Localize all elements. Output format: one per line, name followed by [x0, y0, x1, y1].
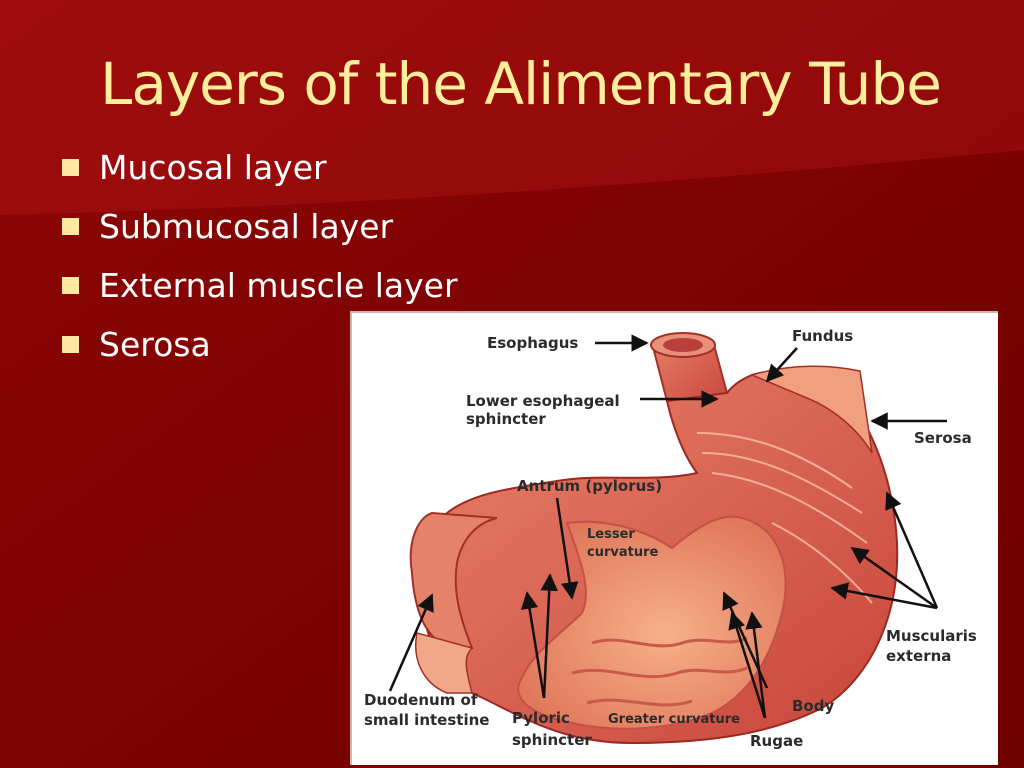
label-lesser-line1: Lesser: [587, 527, 635, 542]
label-rugae: Rugae: [750, 732, 803, 750]
label-serosa: Serosa: [914, 429, 972, 447]
bullet-text: External muscle layer: [99, 266, 458, 305]
label-pyloric-line2: sphincter: [512, 731, 592, 749]
bullet-square-icon: [62, 336, 79, 353]
label-duodenum-line1: Duodenum of: [364, 691, 478, 709]
bullet-item: Mucosal layer: [62, 138, 458, 197]
bullet-square-icon: [62, 277, 79, 294]
bullet-list: Mucosal layer Submucosal layer External …: [62, 138, 458, 374]
annotation-arrows: [388, 334, 947, 719]
bullet-item: External muscle layer: [62, 256, 458, 315]
stomach-shape: [409, 332, 899, 745]
bullet-item: Submucosal layer: [62, 197, 458, 256]
bullet-text: Submucosal layer: [99, 207, 394, 246]
label-les-line2: sphincter: [466, 410, 546, 428]
label-fundus: Fundus: [792, 327, 853, 345]
label-greater-curvature: Greater curvature: [608, 712, 740, 727]
bullet-item: Serosa: [62, 315, 458, 374]
bullet-square-icon: [62, 218, 79, 235]
label-lesser-line2: curvature: [587, 545, 658, 560]
label-duodenum-line2: small intestine: [364, 711, 489, 729]
label-les-line1: Lower esophageal: [466, 392, 620, 410]
label-body: Body: [792, 697, 834, 715]
bullet-text: Mucosal layer: [99, 148, 327, 187]
label-muscularis-line1: Muscularis: [886, 627, 977, 645]
stomach-illustration: Esophagus Fundus Lower esophageal sphinc…: [350, 311, 998, 765]
slide-title: Layers of the Alimentary Tube: [100, 50, 942, 118]
label-muscularis-line2: externa: [886, 647, 951, 665]
label-esophagus: Esophagus: [487, 334, 578, 352]
label-pyloric-line1: Pyloric: [512, 709, 570, 727]
bullet-square-icon: [62, 159, 79, 176]
label-antrum: Antrum (pylorus): [517, 477, 662, 495]
bullet-text: Serosa: [99, 325, 211, 364]
stomach-diagram: Esophagus Fundus Lower esophageal sphinc…: [364, 327, 977, 750]
